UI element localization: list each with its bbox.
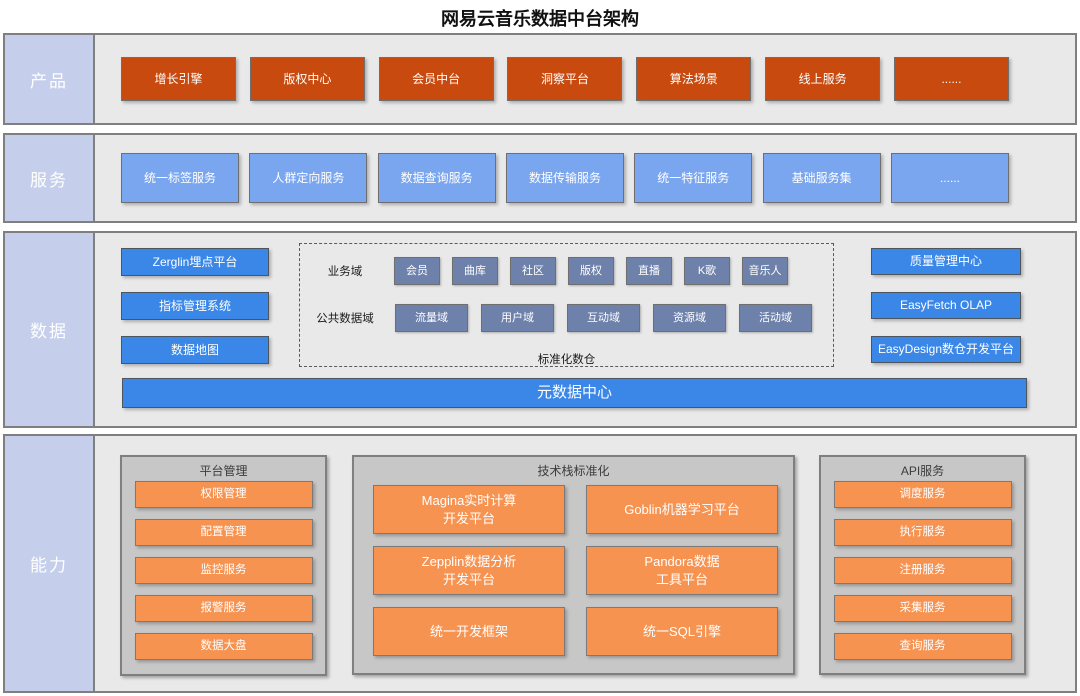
data-tool-box: 质量管理中心	[871, 248, 1021, 275]
common-domain-row: 公共数据域 流量域 用户域 互动域 资源域 活动域	[308, 304, 833, 332]
business-domain-box: K歌	[684, 257, 730, 285]
business-domain-box: 社区	[510, 257, 556, 285]
service-box: 统一特征服务	[634, 153, 753, 203]
capability-box: 配置管理	[134, 519, 313, 546]
capability-box: Zepplin数据分析 开发平台	[373, 546, 565, 595]
capability-box: Pandora数据 工具平台	[586, 546, 778, 595]
product-box: 版权中心	[249, 57, 365, 101]
metadata-center-bar: 元数据中心	[122, 378, 1027, 408]
standard-warehouse-group: 业务域 会员 曲库 社区 版权 直播 K歌 音乐人 公共数据域 流量域 用户域 …	[299, 243, 834, 367]
business-domain-box: 会员	[394, 257, 440, 285]
band-service: 服务 统一标签服务 人群定向服务 数据查询服务 数据传输服务 统一特征服务 基础…	[3, 133, 1077, 223]
service-box-ellipsis: ......	[890, 153, 1009, 203]
service-box: 数据查询服务	[377, 153, 496, 203]
business-domain-box: 版权	[568, 257, 614, 285]
panel-api-services: API服务 调度服务 执行服务 注册服务 采集服务 查询服务	[819, 455, 1026, 675]
service-box: 统一标签服务	[121, 153, 239, 203]
business-domain-row: 业务域 会员 曲库 社区 版权 直播 K歌 音乐人	[308, 257, 833, 285]
panel-tech-stack-standardization: 技术栈标准化 Magina实时计算 开发平台 Goblin机器学习平台 Zepp…	[352, 455, 795, 675]
data-tool-box: 数据地图	[121, 336, 269, 364]
diagram-title: 网易云音乐数据中台架构	[441, 9, 639, 29]
business-domain-box: 曲库	[452, 257, 498, 285]
band-service-label: 服务	[5, 135, 95, 221]
product-box: 线上服务	[765, 57, 881, 101]
data-tool-box: Zerglin埋点平台	[121, 248, 269, 276]
warehouse-title: 标准化数仓	[537, 354, 596, 366]
panel-items: 权限管理 配置管理 监控服务 报警服务 数据大盘	[122, 481, 325, 660]
panel-items: 调度服务 执行服务 注册服务 采集服务 查询服务	[821, 481, 1024, 660]
common-domain-box: 活动域	[739, 304, 812, 332]
band-service-content: 统一标签服务 人群定向服务 数据查询服务 数据传输服务 统一特征服务 基础服务集…	[95, 135, 1075, 221]
common-domain-box: 资源域	[653, 304, 726, 332]
band-product: 产品 增长引擎 版权中心 会员中台 洞察平台 算法场景 线上服务 ......	[3, 33, 1077, 125]
service-box: 基础服务集	[762, 153, 881, 203]
business-domain-label: 业务域	[327, 266, 363, 278]
product-box: 增长引擎	[121, 57, 236, 101]
capability-box: 数据大盘	[134, 633, 313, 660]
service-box: 数据传输服务	[505, 153, 624, 203]
product-box-ellipsis: ......	[893, 57, 1009, 101]
band-data: 数据 Zerglin埋点平台 指标管理系统 数据地图 业务域 会员 曲库 社区 …	[3, 231, 1077, 428]
band-capability-label: 能力	[5, 436, 95, 691]
business-domain-box: 音乐人	[742, 257, 788, 285]
band-capability-content: 平台管理 权限管理 配置管理 监控服务 报警服务 数据大盘 技术栈标准化 Mag…	[95, 436, 1075, 691]
band-product-content: 增长引擎 版权中心 会员中台 洞察平台 算法场景 线上服务 ......	[95, 35, 1075, 123]
business-domain-box: 直播	[626, 257, 672, 285]
band-capability: 能力 平台管理 权限管理 配置管理 监控服务 报警服务 数据大盘 技术栈标准化 …	[3, 434, 1077, 693]
common-domain-box: 流量域	[395, 304, 468, 332]
band-product-label: 产品	[5, 35, 95, 123]
capability-box: Magina实时计算 开发平台	[373, 485, 565, 534]
panel-title: API服务	[900, 464, 945, 478]
panel-items: Magina实时计算 开发平台 Goblin机器学习平台 Zepplin数据分析…	[354, 485, 793, 656]
capability-box: 统一开发框架	[373, 607, 565, 656]
panel-platform-management: 平台管理 权限管理 配置管理 监控服务 报警服务 数据大盘	[120, 455, 327, 676]
capability-box: 统一SQL引擎	[586, 607, 778, 656]
capability-box: 注册服务	[833, 557, 1012, 584]
data-tool-box: EasyDesign数仓开发平台	[871, 336, 1021, 363]
panel-title: 技术栈标准化	[537, 464, 610, 478]
band-data-content: Zerglin埋点平台 指标管理系统 数据地图 业务域 会员 曲库 社区 版权 …	[95, 233, 1075, 426]
capability-box: 权限管理	[134, 481, 313, 508]
capability-box: 监控服务	[134, 557, 313, 584]
capability-box: 执行服务	[833, 519, 1012, 546]
common-domain-box: 互动域	[567, 304, 640, 332]
service-box: 人群定向服务	[249, 153, 368, 203]
product-box: 洞察平台	[507, 57, 623, 101]
data-tool-box: 指标管理系统	[121, 292, 269, 320]
product-box: 会员中台	[378, 57, 494, 101]
product-box: 算法场景	[636, 57, 752, 101]
band-data-label: 数据	[5, 233, 95, 426]
common-domain-box: 用户域	[481, 304, 554, 332]
capability-box: Goblin机器学习平台	[586, 485, 778, 534]
data-tool-box: EasyFetch OLAP	[871, 292, 1021, 319]
capability-box: 报警服务	[134, 595, 313, 622]
common-domain-label: 公共数据域	[316, 313, 374, 325]
capability-box: 采集服务	[833, 595, 1012, 622]
capability-box: 调度服务	[833, 481, 1012, 508]
capability-box: 查询服务	[833, 633, 1012, 660]
panel-title: 平台管理	[199, 464, 248, 478]
